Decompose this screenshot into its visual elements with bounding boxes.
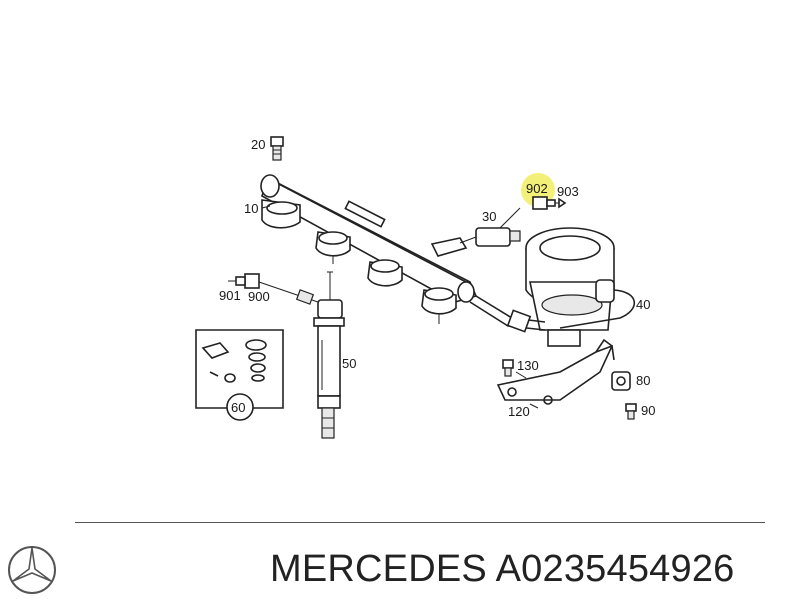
callout-30: 30 <box>482 209 496 224</box>
divider-line <box>75 522 765 523</box>
callout-900: 900 <box>248 289 270 304</box>
mercedes-star-icon <box>8 546 56 594</box>
callout-901: 901 <box>219 288 241 303</box>
callout-120: 120 <box>508 404 530 419</box>
seal-kit-box <box>195 329 284 409</box>
connector-900 <box>228 273 319 305</box>
callout-40: 40 <box>636 297 650 312</box>
leader-lines <box>261 205 539 409</box>
fuel-rail <box>260 174 478 324</box>
callout-60-badge: 60 <box>226 393 254 421</box>
pressure-sensor <box>430 207 521 257</box>
callout-60: 60 <box>231 400 245 415</box>
parts-exploded-diagram: 20 10 902 903 30 901 900 50 40 130 80 12… <box>195 136 655 439</box>
callout-50: 50 <box>342 356 356 371</box>
bolt-20 <box>270 136 284 161</box>
callout-903: 903 <box>557 184 579 199</box>
spacer-80 <box>611 371 631 391</box>
high-pressure-pump <box>525 227 636 347</box>
part-caption: MERCEDES A0235454926 <box>270 548 735 590</box>
bracket <box>496 338 615 405</box>
callout-80: 80 <box>636 373 650 388</box>
callout-90: 90 <box>641 403 655 418</box>
fuel-line <box>469 295 546 333</box>
bolt-90 <box>625 403 637 420</box>
callout-130: 130 <box>517 358 539 373</box>
callout-20: 20 <box>251 137 265 152</box>
callout-10: 10 <box>244 201 258 216</box>
injector <box>313 271 345 439</box>
callout-902: 902 <box>526 181 548 196</box>
connector-902 <box>532 196 567 210</box>
